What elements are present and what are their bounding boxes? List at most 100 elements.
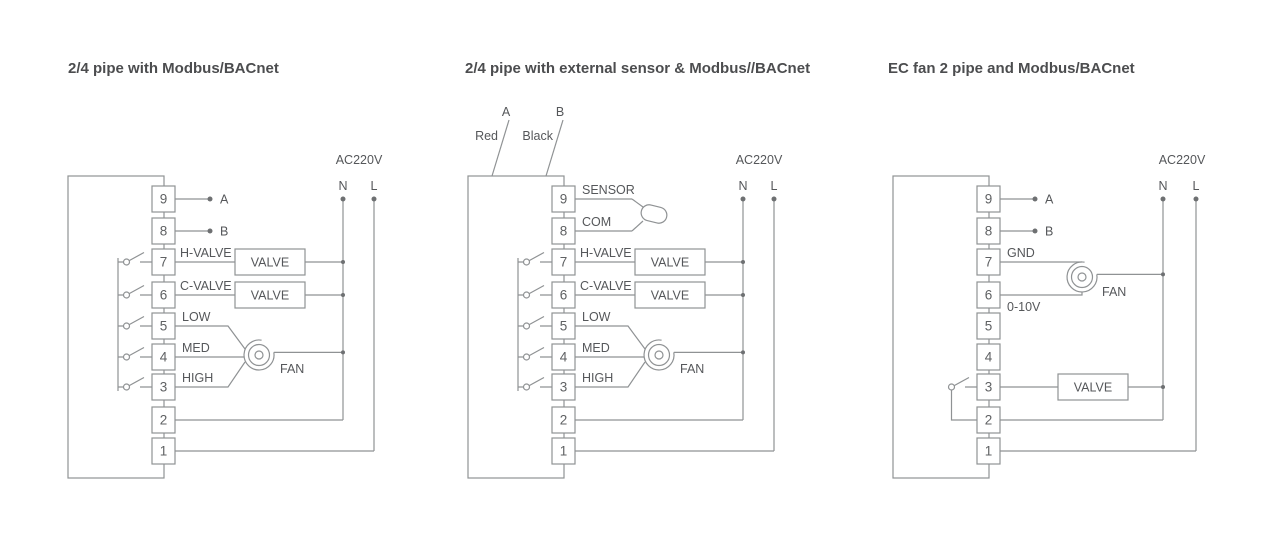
terminal-box [976,217,1001,245]
relay-switch [118,284,152,299]
wiring [575,198,775,452]
label-low: LOW [582,310,611,324]
terminal-5: 5 [151,312,176,340]
valve-outline [234,248,306,276]
relay-switch [518,315,552,330]
terminal-box [976,185,1001,213]
terminal-number: 2 [560,413,568,428]
ec-fan-symbol [1066,261,1098,293]
label-red: Red [475,129,498,143]
fan-hub [254,350,264,360]
terminal-number: 3 [985,380,993,395]
terminal-box [151,248,176,276]
valve-outline [634,248,706,276]
switch-blade [953,376,977,388]
junction-dot [1161,385,1165,389]
terminal-7: 7 [551,248,576,276]
valve-box: VALVE [1057,373,1129,401]
terminal-number: 4 [560,350,568,365]
junction-dot [341,260,345,264]
terminal-number: 3 [560,380,568,395]
fan-impeller [247,343,271,367]
label-b: B [220,225,228,239]
fan-symbol [243,339,275,371]
terminal-box [151,312,176,340]
label-0-10v: 0-10V [1007,300,1041,314]
relay-switch [947,376,977,421]
terminal-number: 7 [160,255,168,270]
controller-enclosure [67,175,165,479]
terminal-box [151,373,176,401]
label-gnd: GND [1007,246,1035,260]
terminal-box [976,281,1001,309]
wire-b-external [545,119,564,177]
label-l: L [371,179,378,193]
terminal-number: 8 [160,224,168,239]
junction-dot [1161,272,1165,277]
junction-dot [341,293,345,297]
terminal-box [151,406,176,434]
terminal-number: 2 [985,413,993,428]
label-n: N [338,179,347,193]
terminal-number: 1 [160,444,168,459]
terminal-number: 9 [560,192,568,207]
switch-pivot [522,353,531,361]
valve-label: VALVE [651,289,689,303]
switch-pivot [522,291,531,299]
label-a: A [220,193,229,207]
fan-hub [654,350,664,360]
switch-blade [118,346,152,358]
diagram-ec-fan-2-pipe: EC fan 2 pipe and Modbus/BACnet 9 8 [888,60,1206,479]
valve-outline [634,281,706,309]
terminal-2: 2 [151,406,176,434]
switch-blade [518,346,552,358]
label-l: L [1193,179,1200,193]
relay-switch [518,284,552,299]
terminal-number: 8 [560,224,568,239]
terminal-number: 4 [160,350,168,365]
terminal-box [151,281,176,309]
switch-pivot [122,322,131,330]
diagram-title: EC fan 2 pipe and Modbus/BACnet [888,60,1135,77]
label-h-valve: H-VALVE [580,246,632,260]
terminal-number: 1 [560,444,568,459]
label-ac220v: AC220V [336,153,383,167]
terminal-box [976,373,1001,401]
l-terminal-dot [371,196,377,202]
wire-0-10v [1000,292,1083,296]
wire-a-external [491,119,510,177]
terminal-box [551,437,576,465]
wire-end-dot [207,196,213,202]
terminal-box [551,406,576,434]
switch-pivot [947,383,956,391]
terminal-3: 3 [976,373,1001,401]
terminal-box [551,281,576,309]
terminal-number: 2 [160,413,168,428]
switch-blade [118,284,152,296]
terminal-box [151,437,176,465]
terminal-6: 6 [151,281,176,309]
terminal-number: 1 [985,444,993,459]
label-fan: FAN [680,362,704,376]
label-high: HIGH [182,371,213,385]
terminal-number: 5 [985,319,993,334]
valve-outline [234,281,306,309]
terminal-2: 2 [976,406,1001,434]
label-b: B [556,105,564,119]
controller-enclosure [467,175,565,479]
fan-hub [1077,272,1087,282]
terminal-number: 8 [985,224,993,239]
terminal-box [151,217,176,245]
terminal-2: 2 [551,406,576,434]
terminal-box [976,437,1001,465]
terminal-7: 7 [976,248,1001,276]
external-bus-wires: A B Red Black [475,105,564,177]
terminal-number: 7 [985,255,993,270]
fan-casing [243,339,275,371]
switch-blade [118,251,152,263]
label-n: N [738,179,747,193]
terminal-number: 6 [985,288,993,303]
wire-low [175,325,246,350]
terminal-number: 5 [560,319,568,334]
n-terminal-dot [740,196,746,202]
